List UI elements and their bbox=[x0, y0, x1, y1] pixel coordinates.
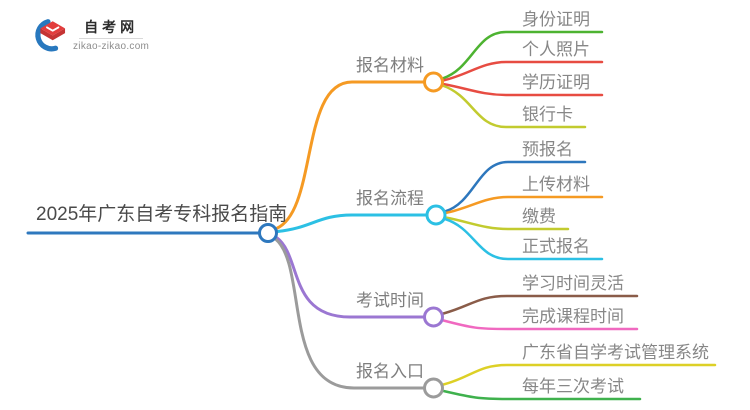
leaf-line-edu-proof bbox=[441, 82, 604, 97]
branch-label-process: 报名流程 bbox=[356, 189, 424, 208]
branch-label-materials: 报名材料 bbox=[356, 56, 424, 75]
branch-line-exam-time bbox=[275, 236, 426, 319]
leaf-line-flexible-time bbox=[442, 294, 639, 315]
branch-label-entry: 报名入口 bbox=[356, 362, 424, 381]
leaf-label-edu-proof: 学历证明 bbox=[522, 73, 590, 92]
branch-node-circle-process bbox=[425, 204, 447, 226]
leaf-line-formal-register bbox=[443, 217, 604, 261]
leaf-label-pre-register: 预报名 bbox=[522, 140, 573, 159]
leaf-label-pay: 缴费 bbox=[522, 207, 556, 226]
leaf-line-three-exams bbox=[442, 389, 642, 401]
leaf-label-id-proof: 身份证明 bbox=[522, 10, 590, 29]
leaf-line-pay bbox=[444, 216, 570, 231]
leaf-label-upload: 上传材料 bbox=[522, 175, 590, 194]
branch-node-circle-entry bbox=[423, 377, 444, 399]
leaf-line-id-proof bbox=[441, 30, 604, 80]
leaf-line-management-system bbox=[442, 363, 717, 386]
logo-divider bbox=[79, 38, 144, 39]
leaf-line-upload bbox=[444, 195, 604, 215]
logo-graduation-cap-icon bbox=[35, 19, 66, 52]
leaf-label-photo: 个人照片 bbox=[522, 40, 590, 59]
root-node-label: 2025年广东自考专科报名指南 bbox=[36, 204, 288, 225]
branch-node-circle-exam-time bbox=[423, 306, 444, 328]
branch-line-process bbox=[276, 213, 428, 233]
logo-title: 自考网 bbox=[84, 19, 139, 35]
leaf-label-formal-register: 正式报名 bbox=[522, 237, 590, 256]
branch-node-circle-materials bbox=[423, 71, 444, 93]
branch-line-materials bbox=[275, 80, 426, 230]
logo-subtitle: zikao-zikao.com bbox=[73, 41, 150, 52]
leaf-label-management-system: 广东省自学考试管理系统 bbox=[522, 343, 709, 362]
root-node-circle bbox=[258, 223, 278, 243]
leaf-line-bank-card bbox=[441, 84, 587, 129]
leaf-label-three-exams: 每年三次考试 bbox=[522, 377, 624, 396]
branch-line-entry bbox=[274, 237, 426, 390]
leaf-label-flexible-time: 学习时间灵活 bbox=[522, 274, 624, 293]
branch-label-exam-time: 考试时间 bbox=[356, 291, 424, 310]
leaf-label-course-time: 完成课程时间 bbox=[522, 307, 624, 326]
leaf-line-pre-register bbox=[443, 160, 587, 213]
leaf-label-bank-card: 银行卡 bbox=[522, 105, 573, 124]
site-logo: 自考网 zikao-zikao.com bbox=[28, 15, 149, 55]
leaf-line-photo bbox=[441, 60, 604, 82]
leaf-line-course-time bbox=[442, 319, 639, 331]
